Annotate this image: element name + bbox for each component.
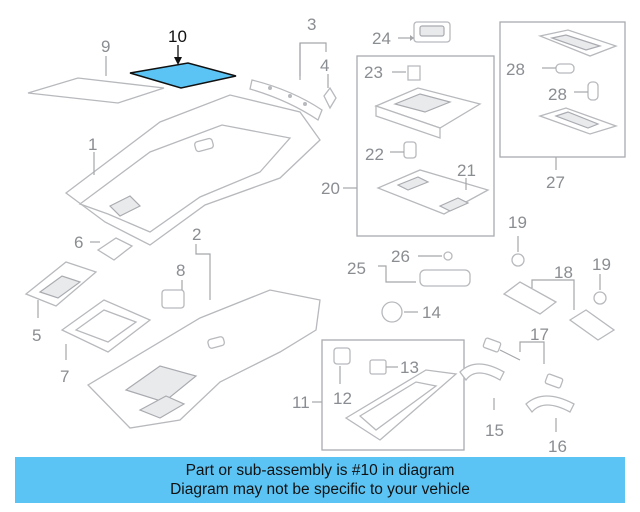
callout-28b: 28: [548, 85, 567, 104]
callout-26: 26: [391, 247, 410, 266]
part-23-knob: [392, 65, 421, 81]
part-6-bracket: [90, 237, 134, 261]
callout-22: 22: [365, 145, 384, 164]
part-13-clip: [369, 359, 398, 375]
part-19-screw-b: [593, 274, 607, 305]
callout-19a: 19: [508, 213, 527, 232]
part-28-bulb-a: [542, 63, 575, 74]
callout-13: 13: [400, 358, 419, 377]
part-8-clip: [161, 280, 185, 309]
part-5-housing: [24, 261, 98, 318]
callout-28a: 28: [506, 60, 525, 79]
callout-5: 5: [32, 326, 41, 345]
part-9-outline: [27, 56, 165, 104]
callout-21: 21: [457, 161, 476, 180]
part-14-grommet: [381, 301, 418, 323]
callout-2: 2: [192, 225, 201, 244]
part-2-headliner-lower: [86, 244, 321, 429]
callout-9: 9: [101, 37, 110, 56]
console-assembly-upper: [374, 87, 482, 139]
callout-4: 4: [320, 56, 329, 75]
callout-20: 20: [321, 179, 340, 198]
callout-25: 25: [347, 259, 366, 278]
callout-17: 17: [530, 325, 549, 344]
part-1-headliner-upper: [64, 94, 321, 246]
group-box-20: [356, 55, 495, 237]
part-16-handle: [525, 395, 575, 432]
callout-27: 27: [546, 173, 565, 192]
lamp-lens-bottom: [537, 107, 619, 135]
group-box-11: [321, 339, 465, 451]
callout-23: 23: [364, 63, 383, 82]
banner-line-1: Part or sub-assembly is #10 in diagram: [185, 462, 455, 479]
part-19-screw-a: [511, 236, 525, 267]
sun-visor: [344, 369, 458, 441]
callout-18: 18: [554, 263, 573, 282]
callout-19b: 19: [592, 255, 611, 274]
part-7-frame: [60, 299, 152, 360]
callout-15: 15: [485, 421, 504, 440]
part-15-handle: [459, 363, 505, 410]
banner-line-2: Diagram may not be specific to your vehi…: [170, 481, 470, 498]
part-24-lamp: [398, 21, 451, 43]
info-banner: Part or sub-assembly is #10 in diagram D…: [15, 457, 625, 503]
callout-11: 11: [292, 393, 310, 412]
callout-16: 16: [548, 437, 567, 456]
part-4-clip: [323, 74, 337, 110]
group-box-27: [499, 21, 626, 158]
lamp-lens-top: [537, 29, 618, 57]
callout-6: 6: [74, 233, 83, 252]
part-21-console-lower: [376, 169, 490, 215]
part-12-clip: [333, 347, 351, 384]
part-3-roof-trim: [249, 42, 327, 121]
callout-7: 7: [60, 367, 69, 386]
callout-14: 14: [422, 303, 441, 322]
callout-10: 10: [168, 27, 187, 46]
part-17-clips: [482, 337, 564, 389]
callout-12: 12: [333, 389, 352, 408]
callout-3: 3: [307, 15, 316, 34]
callout-8: 8: [176, 261, 185, 280]
part-18-brackets: [502, 279, 616, 341]
part-26-handle: [378, 251, 471, 287]
part-10-highlight[interactable]: [129, 45, 237, 89]
part-28-bulb-b: [574, 81, 599, 101]
callout-1: 1: [88, 135, 97, 154]
part-22-knob: [390, 141, 417, 159]
callout-24: 24: [372, 29, 391, 48]
